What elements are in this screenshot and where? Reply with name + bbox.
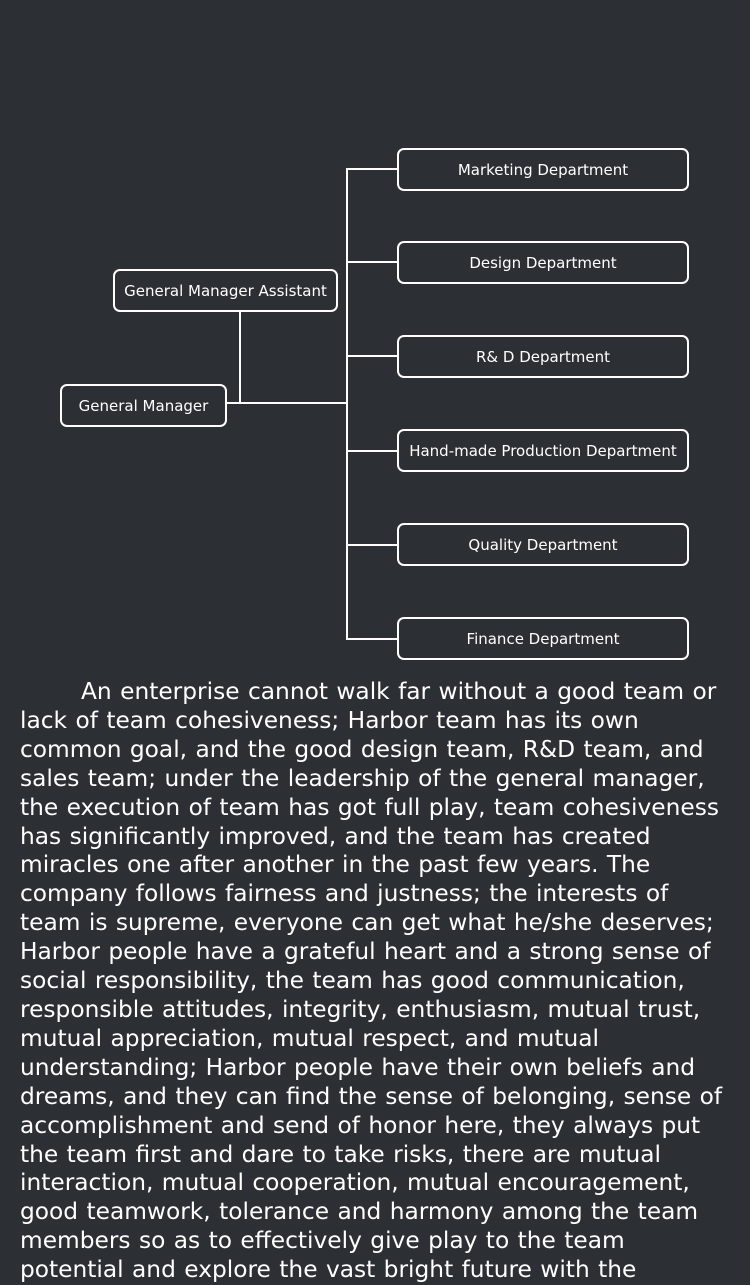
- intro-paragraph: An enterprise cannot walk far without a …: [20, 678, 723, 1284]
- connector-assistant-down: [239, 312, 241, 403]
- node-design-department: Design Department: [397, 241, 689, 284]
- connector-branch-rd: [346, 355, 398, 357]
- node-marketing-department: Marketing Department: [397, 148, 689, 191]
- connector-branch-design: [346, 261, 398, 263]
- node-quality-department: Quality Department: [397, 523, 689, 566]
- connector-branch-quality: [346, 544, 398, 546]
- connector-branch-marketing: [346, 168, 398, 170]
- connector-gm-to-trunk: [226, 402, 347, 404]
- node-general-manager-assistant: General Manager Assistant: [113, 269, 338, 312]
- node-rd-department: R& D Department: [397, 335, 689, 378]
- connector-trunk: [346, 168, 348, 639]
- node-general-manager: General Manager: [60, 384, 227, 427]
- connector-branch-finance: [346, 638, 398, 640]
- node-finance-department: Finance Department: [397, 617, 689, 660]
- org-chart: General Manager General Manager Assistan…: [60, 148, 689, 660]
- connector-branch-handmade: [346, 450, 398, 452]
- node-handmade-production-department: Hand-made Production Department: [397, 429, 689, 472]
